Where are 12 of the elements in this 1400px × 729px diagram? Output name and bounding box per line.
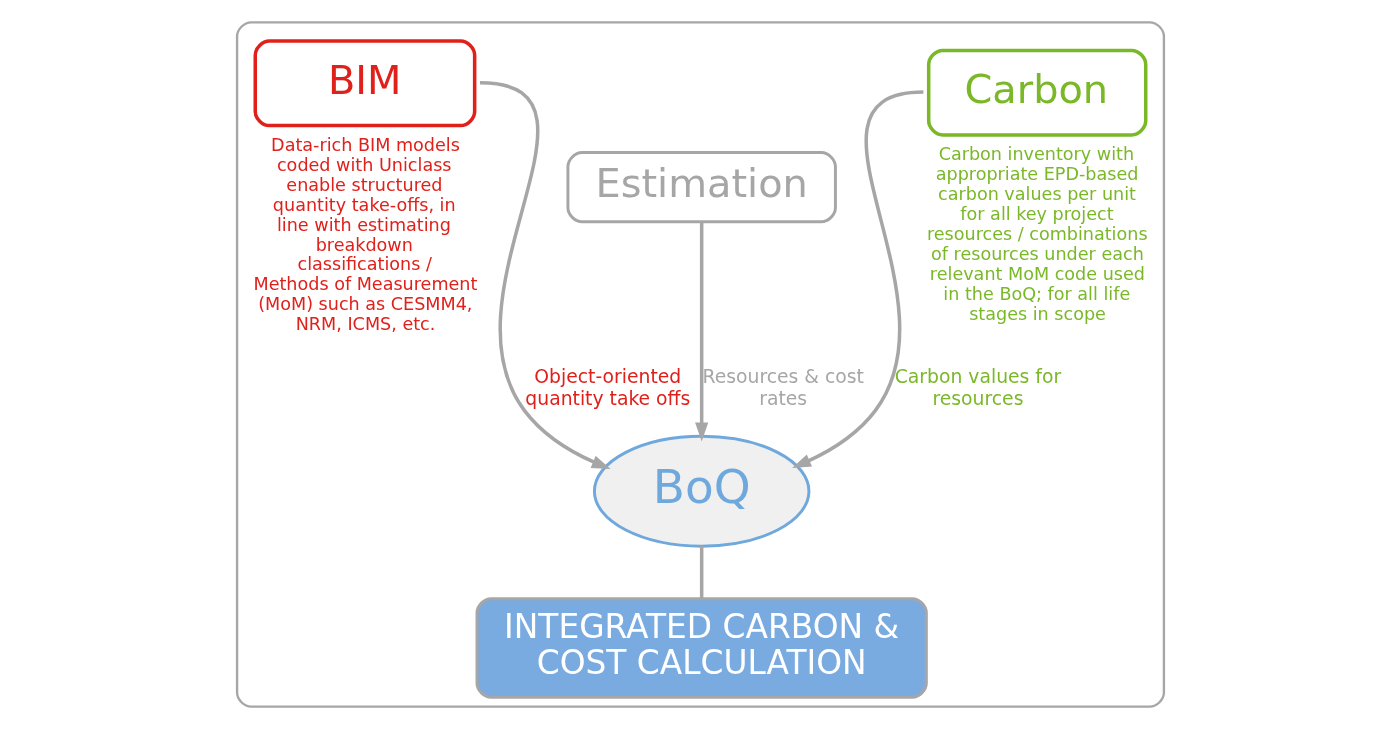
- arrow: [694, 221, 708, 442]
- node-box: Estimation: [565, 151, 837, 224]
- edge-label: Resources & cost rates: [702, 366, 864, 409]
- connector: [699, 545, 703, 599]
- node-label: Carbon inventory with appropriate EPD-based carbon values per unit for all key project resources / combinations of resources under each relevant MoM code used in the BoQ; for all life stages in scope: [926, 144, 1148, 324]
- edge-label: Object-oriented quantity take offs: [524, 366, 690, 409]
- node-box: INTEGRATED CARBON & COST CALCULATION: [475, 597, 928, 699]
- node-label: Data-rich BIM models coded with Uniclass enable structured quantity take-offs, in line with estimating breakdown classifications / Methods of Measurement (MoM) such as CESMM4, NRM, ICMS, etc.: [253, 134, 477, 335]
- arrow: [791, 90, 924, 469]
- arrow: [479, 81, 610, 470]
- edge-label: Carbon values for resources: [894, 366, 1061, 409]
- cluster: [235, 21, 1165, 708]
